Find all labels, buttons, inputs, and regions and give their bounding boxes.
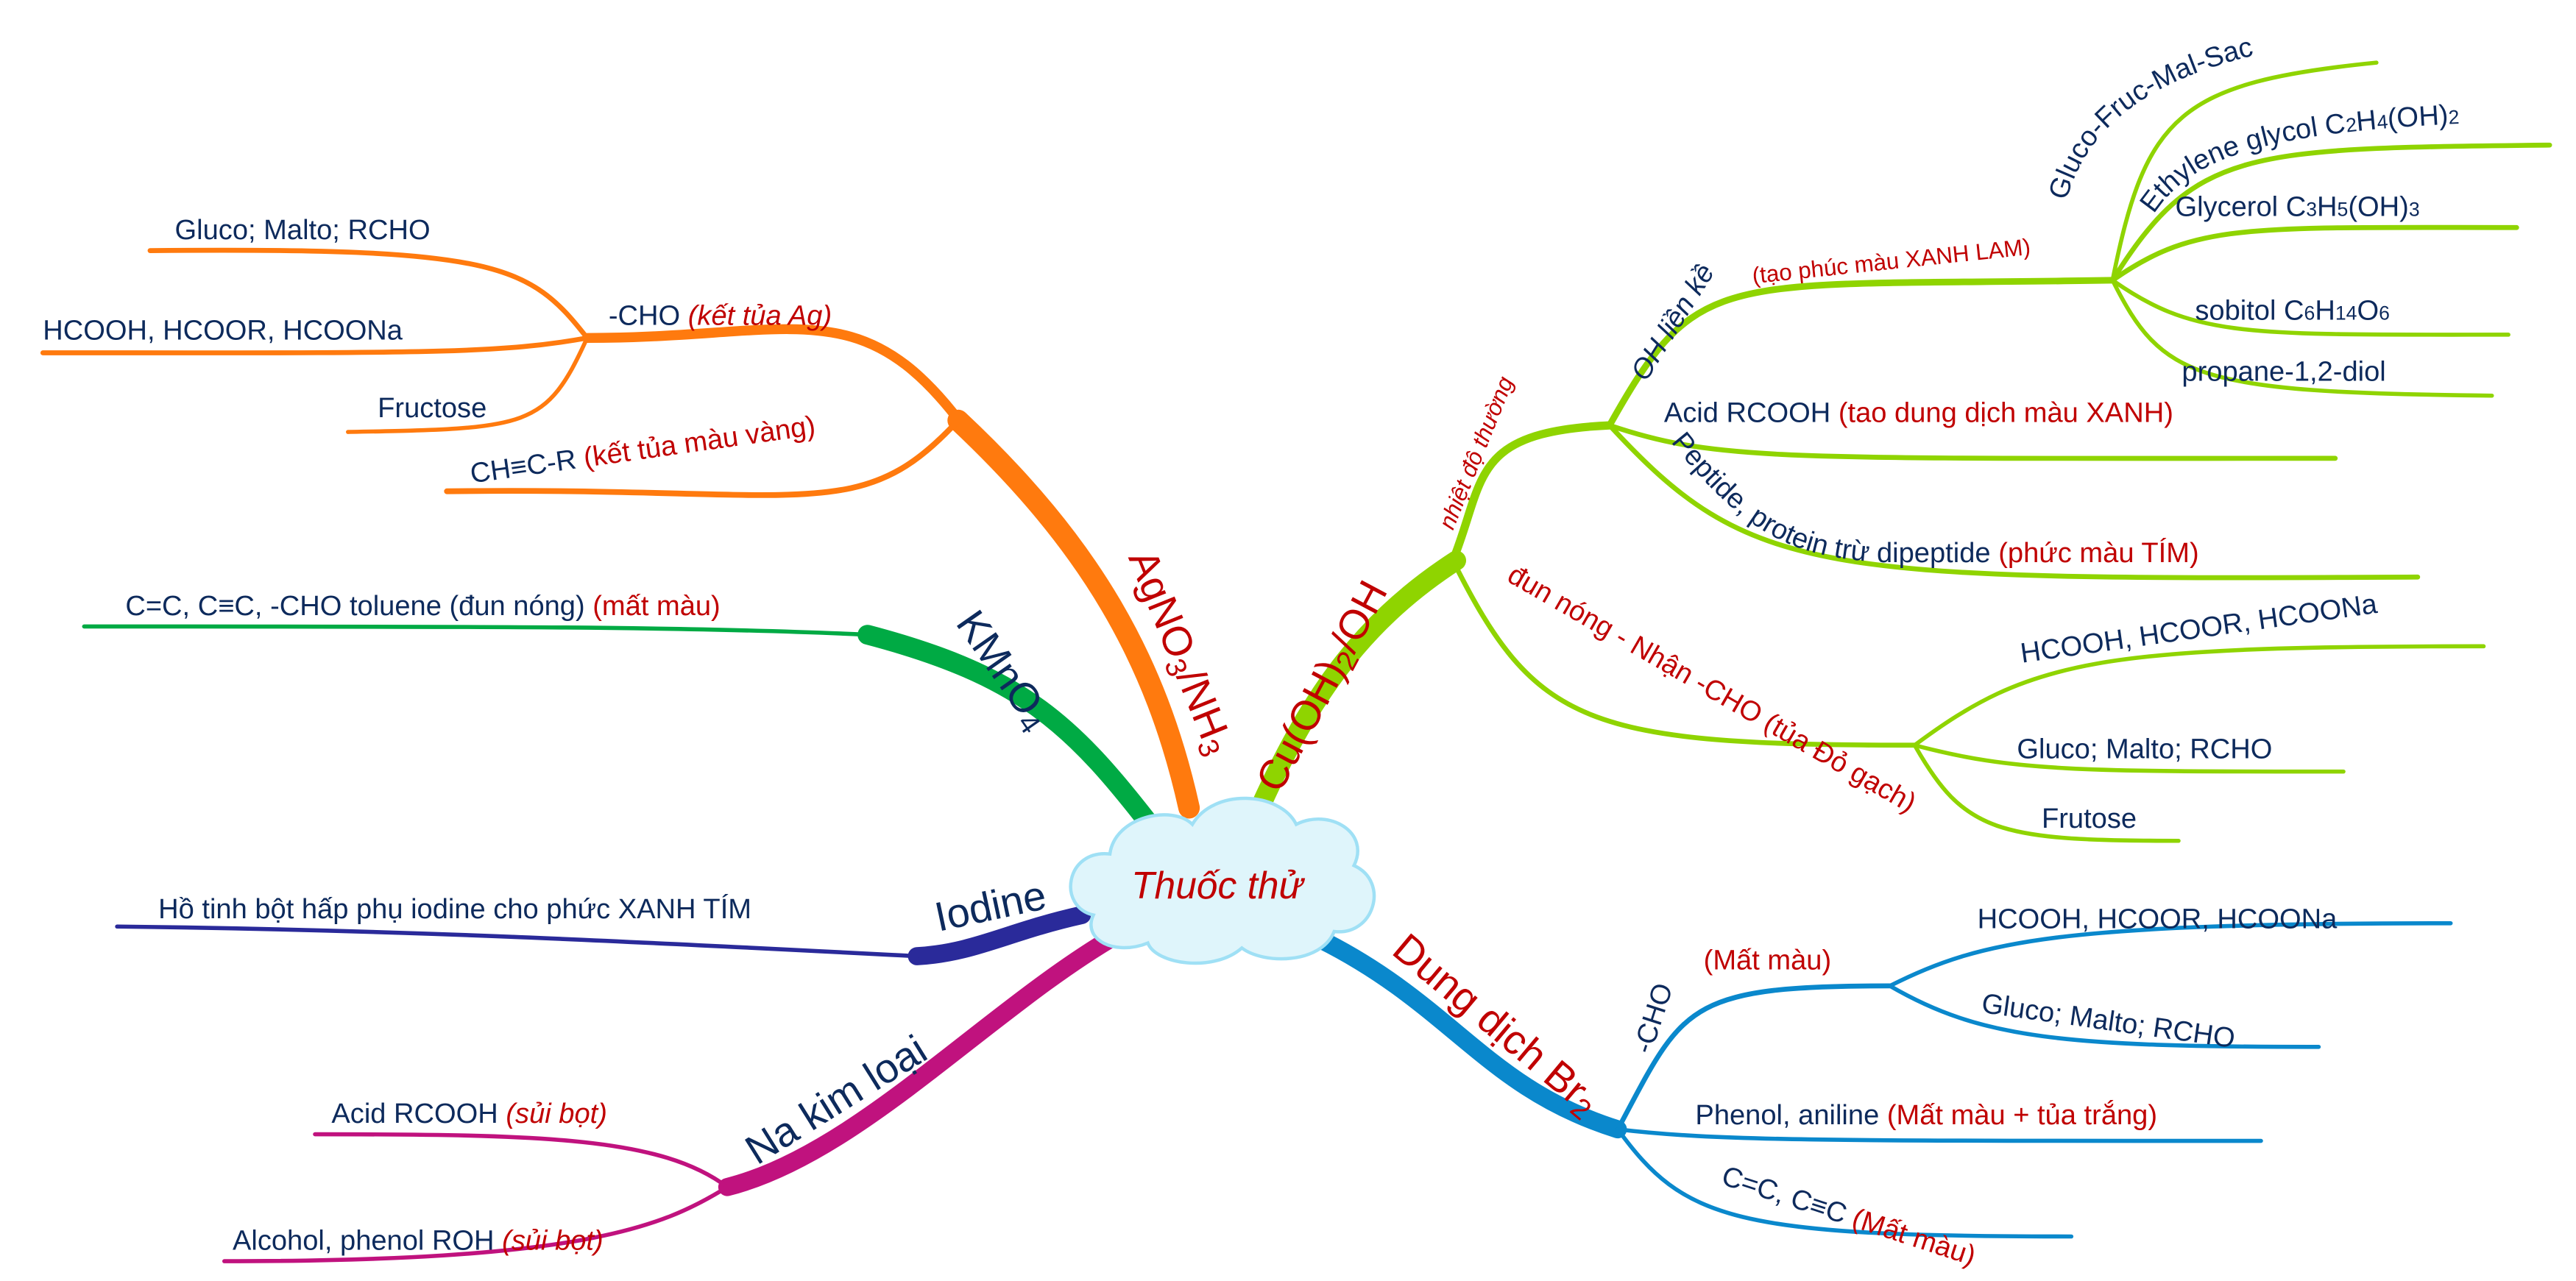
br2-alkene-label: C=C, C≡C (Mất màu) — [1718, 1160, 1979, 1271]
branch-peptide — [1607, 422, 2421, 581]
oh-child-glycerol: Glycerol C3H5(OH)3 — [2175, 192, 2419, 223]
cho-child-fructose: Fructose — [378, 393, 486, 424]
cho-child-hcooh: HCOOH, HCOOR, HCOONa — [43, 316, 403, 347]
branch-agno3-cho — [581, 324, 967, 429]
branch-br2-cho — [1615, 983, 1893, 1132]
branch-na-alcohol — [222, 1185, 729, 1263]
branch-acid — [1607, 422, 2338, 461]
branch-br2-trunk — [1312, 930, 1627, 1139]
branch-heated-frutose — [1912, 742, 2181, 843]
branch-br2-cho-gluco — [1888, 984, 2321, 1049]
branch-oh-propane — [2110, 278, 2494, 398]
cuoh2-label: Cu(OH)2/OH — [1247, 573, 1400, 801]
branch-kmno4-trunk — [857, 625, 1167, 842]
branch-br2: Dung dịch Br2 -CHO (Mất màu) HCOOH, HCOO… — [1312, 904, 2453, 1272]
branch-cho-gluco — [147, 247, 590, 341]
br2-cho-note: (Mất màu) — [1704, 945, 1832, 976]
branch-na-trunk — [718, 922, 1133, 1196]
cloud-shape — [1069, 796, 1376, 965]
branch-kmno4: KMnO4 C=C, C≡C, -CHO toluene (đun nóng) … — [82, 591, 1167, 842]
branch-iodine-line — [115, 924, 919, 959]
branch-oh-ethylene — [2109, 142, 2552, 283]
heated-child-hcooh: HCOOH, HCOOR, HCOONa — [2019, 589, 2380, 670]
branch-agno3-trunk — [947, 409, 1200, 819]
heated-child-gluco: Gluco; Malto; RCHO — [2017, 734, 2272, 765]
br2-cho-label: -CHO — [1628, 979, 1680, 1057]
br2-label: Dung dịch Br2 — [1381, 924, 1609, 1126]
branch-iodine-trunk — [907, 906, 1091, 965]
oh-child-gluco: Gluco-Fruc-Mal-Sac — [2043, 32, 2256, 203]
center-node[interactable]: Thuốc thử — [1069, 796, 1376, 965]
kmno4-item: C=C, C≡C, -CHO toluene (đun nóng) (mất m… — [125, 591, 720, 622]
branch-oh-sobitol — [2110, 278, 2510, 337]
branch-cuoh2: Cu(OH)2/OH nhiệt độ thường OH liền kề (t… — [1247, 32, 2552, 843]
br2-cho-child-hcooh: HCOOH, HCOOR, HCOONa — [1978, 904, 2338, 934]
branch-cho-fructose — [346, 336, 590, 434]
branch-iodine: Iodine Hồ tinh bột hấp phụ iodine cho ph… — [115, 871, 1091, 965]
branch-heated-hcooh — [1912, 644, 2486, 748]
center-label: Thuốc thử — [1131, 864, 1305, 906]
branch-br2-phenol — [1616, 1127, 2263, 1143]
branch-na-acid — [313, 1132, 729, 1190]
heated-child-frutose: Frutose — [2042, 803, 2137, 834]
branch-heated-gluco — [1912, 742, 2346, 774]
branch-oh-glycerol — [2109, 224, 2519, 283]
branch-cuoh2-trunk — [1248, 550, 1466, 821]
acid-label: Acid RCOOH (tao dung dịch màu XANH) — [1664, 398, 2173, 429]
alkyne-label: CH≡C-R (kết tủa màu vàng) — [468, 411, 817, 489]
na-child-alcohol: Alcohol, phenol ROH (sủi bọt) — [233, 1225, 604, 1256]
peptide-label: Peptide, protein trừ dipeptide (phức màu… — [1666, 427, 2199, 569]
branch-adjacent-oh — [1606, 277, 2116, 429]
oh-child-propane: propane-1,2-diol — [2182, 357, 2385, 388]
br2-phenol-label: Phenol, aniline (Mất màu + tủa trắng) — [1695, 1099, 2157, 1131]
cho-label: -CHO (kết tủa Ag) — [609, 300, 832, 331]
na-child-acid: Acid RCOOH (sủi bọt) — [331, 1099, 607, 1129]
heated-label: đun nóng - Nhận -CHO (tủa Đỏ gạch) — [1502, 559, 1921, 819]
iodine-item: Hồ tinh bột hấp phụ iodine cho phức XANH… — [158, 893, 751, 925]
oh-child-sobitol: sobitol C6H14O6 — [2195, 296, 2390, 327]
branch-br2-cho-hcooh — [1888, 920, 2453, 988]
branch-cho-hcooh — [40, 335, 590, 355]
branch-heated — [1450, 558, 1917, 748]
branch-na: Na kim loại Acid RCOOH (sủi bọt) Alcohol… — [222, 922, 1133, 1263]
branch-agno3-alkyne — [444, 417, 961, 498]
cho-child-gluco: Gluco; Malto; RCHO — [175, 215, 431, 246]
branch-br2-alkene — [1616, 1127, 2074, 1239]
branch-room-temp — [1448, 421, 1614, 565]
branch-oh-gluco — [2110, 60, 2379, 283]
adjacent-oh-label: OH liền kề — [1625, 259, 1721, 386]
branch-kmno4-line — [82, 624, 870, 637]
